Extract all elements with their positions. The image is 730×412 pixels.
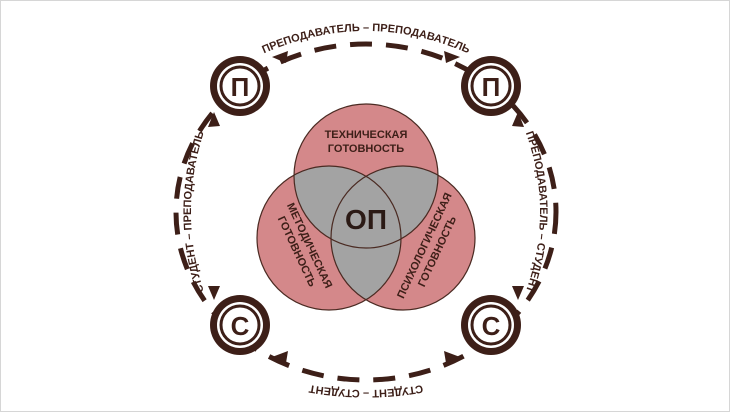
venn-center-label: ОП (345, 204, 387, 235)
arrow-right-top-icon (512, 112, 524, 127)
arrow-bottom-right-icon (444, 351, 460, 363)
arrow-right-bottom-icon (512, 286, 524, 300)
node-bottom-left: С (210, 295, 270, 355)
node-top-right-letter: П (482, 72, 501, 102)
arrow-left-bottom-icon (208, 286, 220, 300)
link-label-right: ПРЕПОДАВАТЕЛЬ – СТУДЕНТ (523, 130, 549, 295)
node-bottom-right: С (461, 295, 521, 355)
venn-top-label-1: ТЕХНИЧЕСКАЯ (325, 129, 408, 141)
venn-diagram: ТЕХНИЧЕСКАЯ ГОТОВНОСТЬ МЕТОДИЧЕСКАЯ ГОТО… (256, 103, 476, 311)
venn-overlap-left-right (331, 166, 401, 310)
arrow-top-right-icon (444, 51, 460, 63)
link-label-top: ПРЕПОДАВАТЕЛЬ – ПРЕПОДАВАТЕЛЬ (260, 22, 471, 56)
venn-top-label-2: ГОТОВНОСТЬ (328, 143, 404, 155)
node-top-left: П (210, 56, 270, 116)
arrow-left-top-icon (208, 112, 220, 127)
outer-dashed-ring (173, 41, 559, 383)
node-top-right: П (461, 56, 521, 116)
node-bottom-right-letter: С (482, 311, 501, 341)
node-bottom-left-letter: С (231, 311, 250, 341)
arrowheads (208, 51, 524, 363)
arrow-bottom-left-icon (272, 351, 288, 363)
node-top-left-letter: П (231, 72, 250, 102)
link-label-bottom: СТУДЕНТ – СТУДЕНТ (308, 382, 424, 399)
arrow-top-left-icon (272, 51, 288, 63)
